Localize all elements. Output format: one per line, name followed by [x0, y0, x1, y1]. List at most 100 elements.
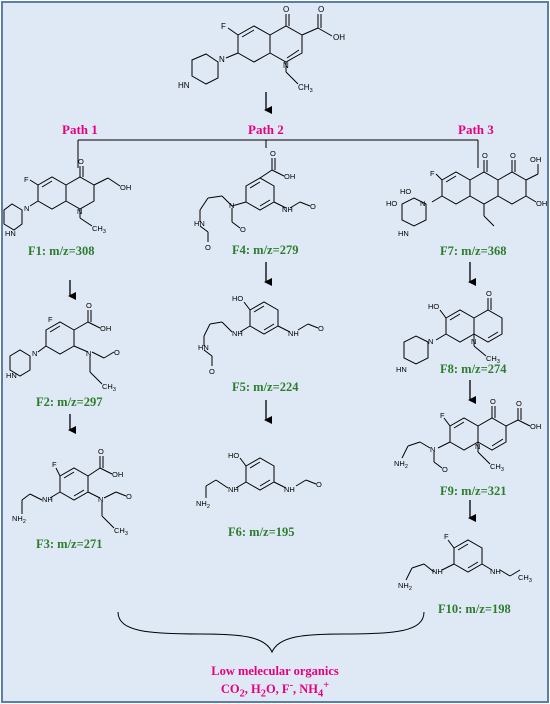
- f6-ho-label: HO: [228, 451, 239, 460]
- f3-molecule: [21, 456, 127, 529]
- f2-o-label: O: [86, 301, 92, 310]
- f6-label: F6: m/z=195: [228, 525, 295, 539]
- f9-nh2-label: NH2: [394, 459, 408, 470]
- path-3-label: Path 3: [458, 122, 494, 137]
- f3-label: F3: m/z=271: [36, 537, 103, 551]
- f4-n-label: N: [229, 201, 234, 210]
- f8-n-label: N: [471, 337, 476, 346]
- formula-sub-3: 4: [318, 688, 324, 700]
- f9-o3-label: O: [442, 465, 448, 474]
- f3-ch3-label: CH3: [114, 526, 128, 537]
- f1-label: F1: m/z=308: [28, 244, 95, 258]
- f8-hn-label: HN: [396, 365, 407, 374]
- products-formula: CO2, H2O, F-, NH4+: [125, 680, 425, 700]
- f4-label: F4: m/z=279: [232, 243, 299, 257]
- f8-ch3-label: CH3: [486, 354, 500, 365]
- parent-n2-label: N: [283, 61, 289, 70]
- f10-molecule: [405, 539, 521, 581]
- f10-nh3-label: NH2: [398, 581, 412, 592]
- f1-hn-label: HN: [5, 229, 16, 238]
- f3-f-label: F: [52, 460, 57, 469]
- formula-sub-1: 2: [239, 688, 245, 700]
- f1-f-label: F: [24, 175, 29, 184]
- f7-label: F7: m/z=368: [440, 244, 507, 258]
- f9-o-label: O: [490, 397, 496, 406]
- f4-molecule: [199, 158, 311, 242]
- f7-o-label: O: [482, 151, 488, 160]
- f3-n-label: N: [98, 495, 103, 504]
- parent-ch3-label: CH3: [298, 83, 313, 94]
- formula-co2: CO: [220, 682, 240, 697]
- parent-oh-label: OH: [333, 33, 345, 42]
- formula-sup-2: +: [323, 680, 330, 691]
- f5-hn-label: HN: [198, 343, 209, 352]
- f7-hn-label: HN: [398, 229, 409, 238]
- f10-label: F10: m/z=198: [438, 602, 511, 616]
- f6-nh-label: NH: [284, 485, 295, 494]
- f5-o2-label: O: [209, 367, 215, 376]
- f6-molecule: [205, 457, 317, 498]
- f2-molecule: [9, 310, 115, 385]
- f7-n-label: N: [420, 199, 425, 208]
- f4-o2-label: O: [310, 202, 316, 211]
- f3-o-label: O: [98, 447, 104, 456]
- formula-sub-2: 2: [260, 688, 266, 700]
- f6-o-label: O: [316, 480, 322, 489]
- parent-o-label: O: [283, 5, 289, 14]
- f5-o-label: O: [318, 324, 324, 333]
- f8-label: F8: m/z=274: [440, 362, 507, 376]
- f7-ho-label: HO: [386, 199, 397, 208]
- parent-hn-label: HN: [178, 81, 190, 90]
- f7-oh2-label: OH: [536, 199, 547, 208]
- products-title: Low melecular organics: [211, 664, 339, 678]
- f2-o2-label: O: [114, 348, 120, 357]
- parent-n1-label: N: [219, 55, 225, 64]
- arrows: [68, 262, 476, 522]
- f4-hn-label: HN: [194, 219, 205, 228]
- f5-ho-label: HO: [232, 294, 243, 303]
- f4-o3-label: O: [205, 243, 211, 252]
- f2-hn-label: HN: [6, 371, 17, 380]
- f4-nh-label: NH: [282, 205, 293, 214]
- f2-n-label: N: [86, 349, 91, 358]
- f8-o-label: O: [486, 289, 492, 298]
- parent-f-label: F: [221, 22, 226, 31]
- f5-label: F5: m/z=224: [232, 380, 299, 394]
- f1-oh-label: OH: [120, 183, 131, 192]
- f8-molecule: [403, 298, 503, 365]
- formula-f: O, F: [265, 682, 290, 697]
- f8-ho-label: HO: [428, 302, 439, 311]
- f9-oh-label: OH: [530, 422, 541, 431]
- f1-molecule: [3, 166, 121, 231]
- f7-molecule: [401, 160, 539, 227]
- f5-nh2-label: NH: [232, 329, 243, 338]
- f10-nh-label: NH: [490, 567, 501, 576]
- branch-line: [77, 139, 479, 168]
- f4-o4-label: O: [240, 225, 246, 234]
- f6-nh2-label: NH: [228, 485, 239, 494]
- f9-ch3-label: CH3: [490, 462, 504, 473]
- path-2-label: Path 2: [248, 122, 284, 137]
- f9-o2-label: O: [516, 399, 522, 408]
- formula-nh4: , NH: [293, 682, 319, 697]
- f9-f-label: F: [440, 411, 445, 420]
- f7-ho2-label: HO: [400, 187, 411, 196]
- parent-molecule: [191, 14, 333, 85]
- f2-ch3-label: CH3: [102, 382, 116, 393]
- f9-label: F9: m/z=321: [440, 484, 507, 498]
- f4-o-label: O: [270, 149, 276, 158]
- f9-n2-label: N: [430, 445, 435, 454]
- f1-ch3-label: CH3: [92, 224, 106, 235]
- formula-h2o-a: , H: [244, 682, 261, 697]
- f7-oh-label: OH: [530, 155, 541, 164]
- formula-sup-1: -: [289, 680, 294, 691]
- f8-n2-label: N: [428, 337, 433, 346]
- f3-nh-label: NH: [42, 495, 53, 504]
- f1-n2-label: N: [77, 207, 82, 216]
- f2-n2-label: N: [32, 349, 37, 358]
- f9-molecule: [401, 406, 531, 469]
- f4-oh-label: OH: [284, 172, 295, 181]
